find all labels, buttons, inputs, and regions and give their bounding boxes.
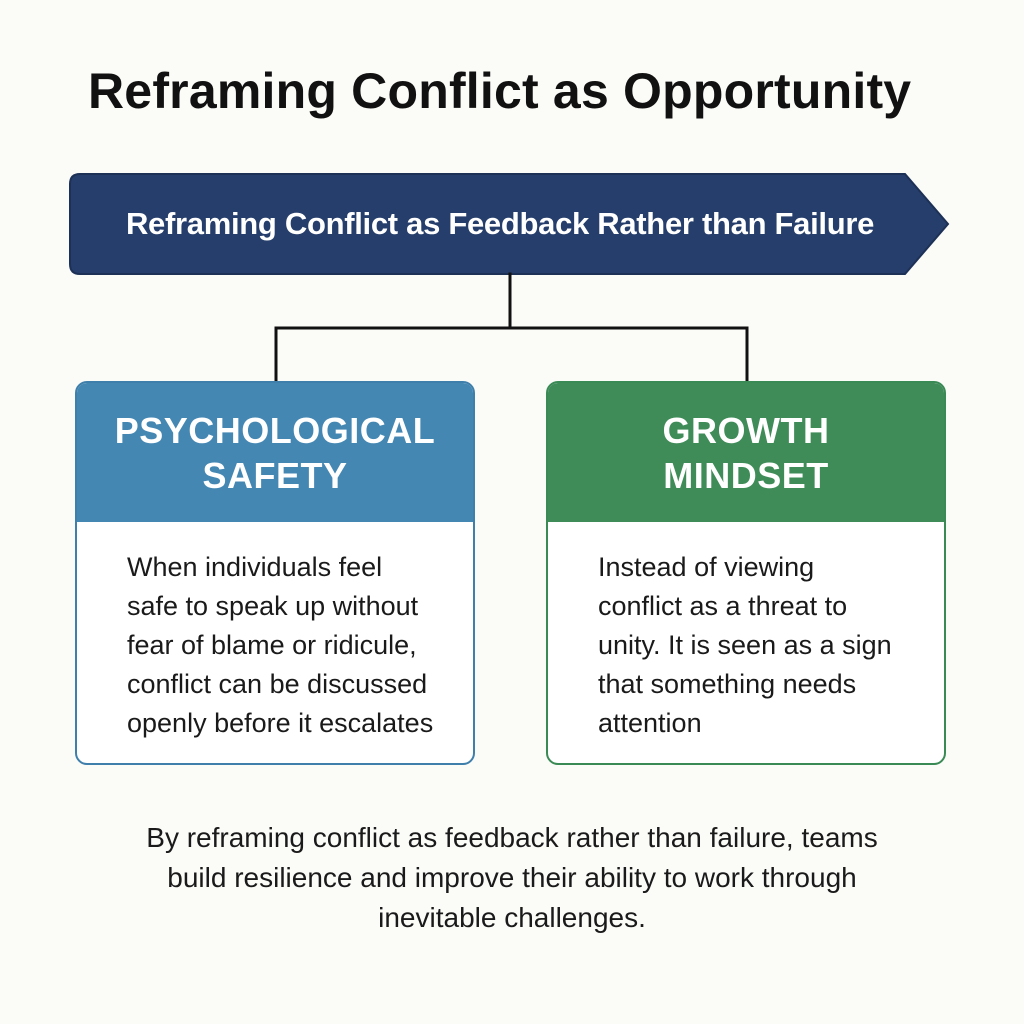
page-title: Reframing Conflict as Opportunity — [88, 63, 912, 119]
card-body: Instead of viewing conflict as a threat … — [548, 522, 944, 743]
footer-line: build resilience and improve their abili… — [167, 862, 857, 893]
footer-summary: By reframing conflict as feedback rather… — [60, 818, 964, 938]
card-heading-line: PSYCHOLOGICAL — [114, 409, 436, 451]
card-body-line: attention — [598, 708, 702, 738]
card-body-line: Instead of viewing — [598, 552, 815, 582]
card-body-line: unity. It is seen as a sign — [598, 630, 892, 660]
footer-line: inevitable challenges. — [378, 902, 646, 933]
footer-line: By reframing conflict as feedback rather… — [146, 822, 878, 853]
card-body: When individuals feel safe to speak up w… — [77, 522, 473, 743]
growth-mindset-card: GROWTH MINDSET Instead of viewing confli… — [546, 381, 946, 765]
card-body-line: safe to speak up without — [127, 591, 419, 621]
card-body-line: When individuals feel — [127, 552, 383, 582]
card-heading-line: GROWTH — [662, 409, 830, 451]
card-body-line: fear of blame or ridicule, — [127, 630, 417, 660]
card-heading: GROWTH MINDSET — [548, 383, 944, 522]
card-heading-line: MINDSET — [663, 454, 829, 496]
card-body-line: that something needs — [598, 669, 857, 699]
banner-label: Reframing Conflict as Feedback Rather th… — [125, 206, 875, 241]
card-body-line: conflict as a threat to — [598, 591, 848, 621]
card-heading-line: SAFETY — [202, 454, 348, 496]
card-heading: PSYCHOLOGICAL SAFETY — [77, 383, 473, 522]
card-body-line: conflict can be discussed — [127, 669, 428, 699]
card-body-line: openly before it escalates — [127, 708, 434, 738]
psychological-safety-card: PSYCHOLOGICAL SAFETY When individuals fe… — [75, 381, 475, 765]
